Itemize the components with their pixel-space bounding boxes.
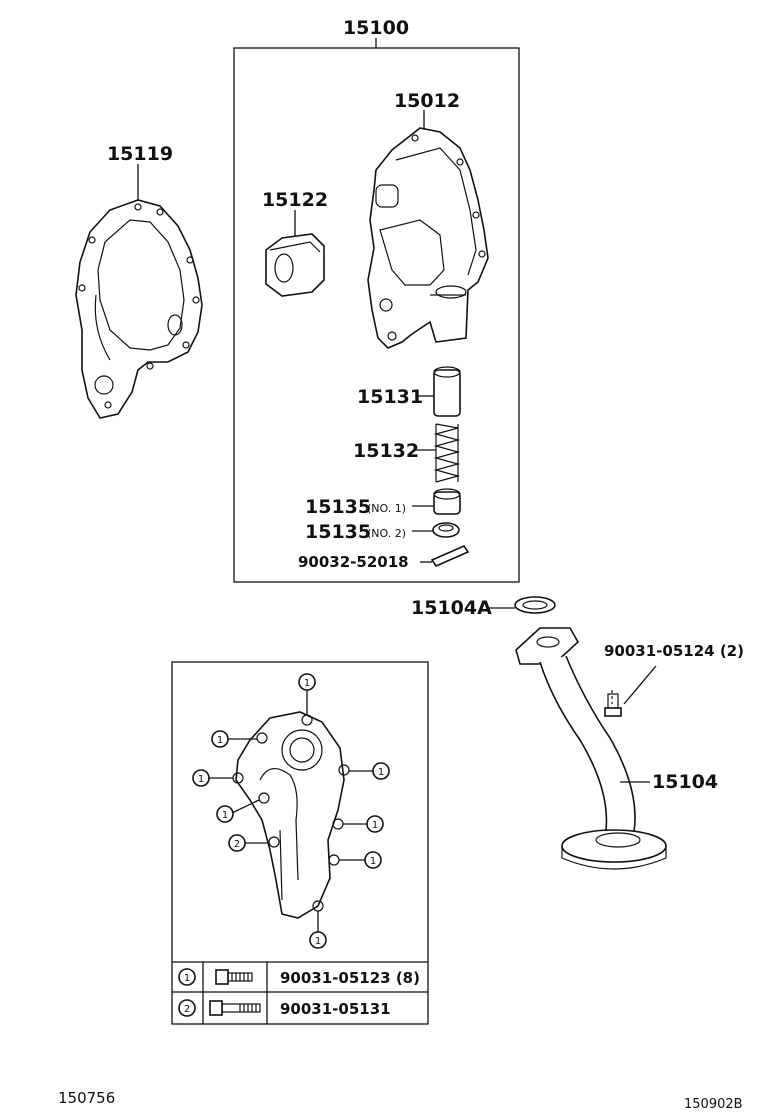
label-strainer-bolt: 90031-05124 (2) [604, 642, 744, 660]
bolt-short-icon [215, 969, 253, 985]
callout-2: 2 [228, 834, 269, 852]
bolt-layout-pump [232, 711, 350, 919]
rotor-part [265, 233, 325, 297]
label-retainer-no1: (NO. 1) [367, 502, 406, 515]
label-retainer-no2: (NO. 2) [367, 527, 406, 540]
strainer-bolt-leader [623, 665, 657, 705]
label-gasket: 15119 [107, 143, 173, 165]
retainer-no2-part [432, 522, 460, 538]
svg-text:1: 1 [315, 936, 321, 947]
callout-1-upper-left: 1 [211, 730, 257, 748]
label-retainer-2: 15135 [305, 521, 371, 543]
legend-key-1-circle [178, 968, 196, 986]
callout-1-bottom: 1 [309, 911, 327, 949]
label-strainer: 15104 [652, 771, 718, 793]
svg-text:1: 1 [222, 810, 228, 821]
pump-body-part [367, 127, 489, 349]
svg-text:2: 2 [234, 839, 240, 850]
strainer-bolt-part [604, 690, 622, 717]
label-rotor: 15122 [262, 189, 328, 211]
spring-part [433, 423, 461, 483]
pin-part [430, 544, 470, 568]
label-assembly: 15100 [343, 17, 409, 39]
svg-text:1: 1 [198, 774, 204, 785]
label-spring: 15132 [353, 440, 419, 462]
label-pump-body: 15012 [394, 90, 460, 112]
legend-part-1: 90031-05123 (8) [280, 969, 420, 987]
callout-1-lower-right: 1 [339, 851, 382, 869]
bolt-long-icon [209, 1000, 261, 1016]
footer-right-code: 150902B [684, 1097, 743, 1112]
label-strainer-gasket: 15104A [411, 597, 492, 619]
bolt-legend-table: 1 90031-05123 (8) 2 90031-05131 [172, 961, 428, 1024]
legend-key-2-circle [178, 999, 196, 1017]
callout-1-mid-left: 1 [216, 799, 260, 823]
label-retainer-1: 15135 [305, 496, 371, 518]
svg-text:1: 1 [304, 678, 310, 689]
callout-1-left: 1 [192, 769, 233, 787]
strainer-part [515, 627, 667, 870]
strainer-gasket-part [514, 596, 556, 614]
legend-part-2: 90031-05131 [280, 1000, 391, 1018]
svg-text:1: 1 [378, 767, 384, 778]
callout-1-mid-right: 1 [343, 815, 384, 833]
label-pin: 90032-52018 [298, 553, 409, 571]
retainer-no1-part [433, 488, 461, 515]
bolt-layout-frame [171, 661, 429, 1025]
svg-text:1: 1 [217, 735, 223, 746]
legend-key-1: 1 [184, 973, 190, 984]
gasket-part [75, 199, 203, 419]
relief-valve-part [433, 366, 461, 417]
legend-key-2: 2 [184, 1004, 190, 1015]
svg-text:1: 1 [372, 820, 378, 831]
footer-left-code: 150756 [58, 1089, 115, 1107]
callout-1-right: 1 [349, 762, 390, 780]
callout-1-top: 1 [298, 673, 316, 715]
svg-text:1: 1 [370, 856, 376, 867]
label-relief-valve: 15131 [357, 386, 423, 408]
